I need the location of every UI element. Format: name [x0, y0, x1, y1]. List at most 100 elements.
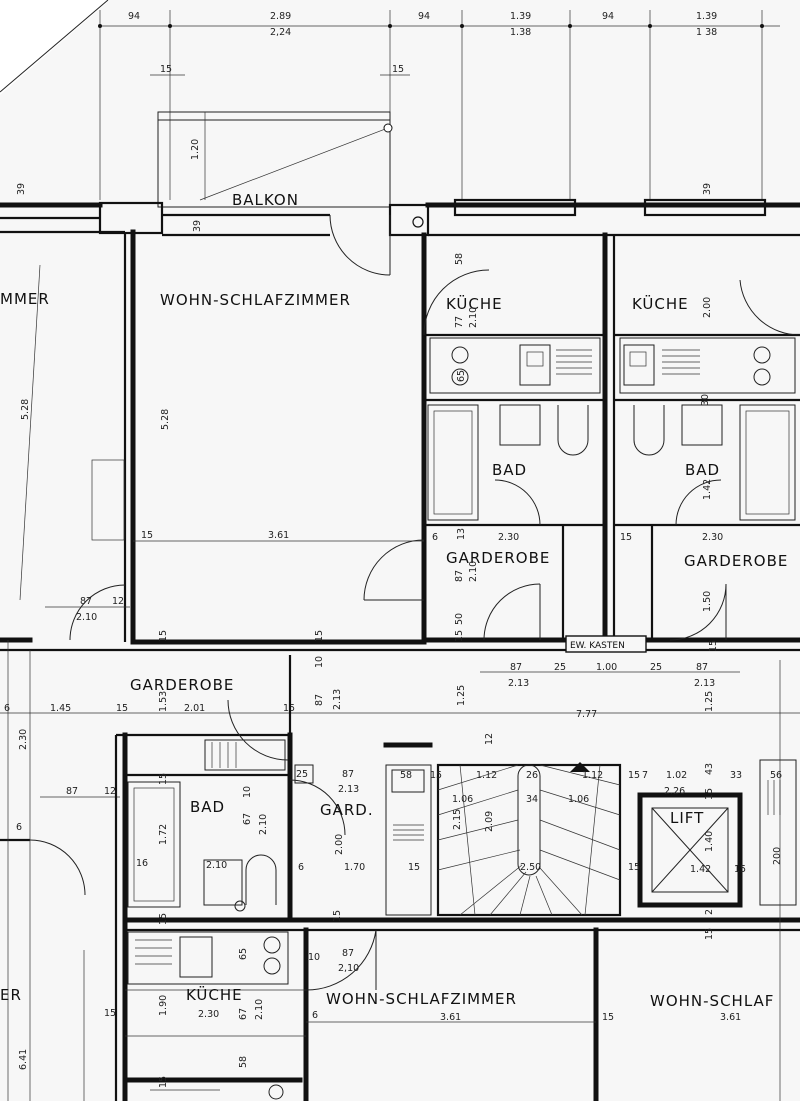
dim-bad-230: 2.30	[498, 532, 519, 543]
dim-top-139-b: 1.39	[696, 11, 717, 22]
paper-corner	[0, 0, 110, 95]
dim-k-65: 65	[456, 370, 467, 382]
bath-fixtures-upper	[91, 404, 796, 541]
dim-bad-15: 15	[620, 532, 632, 543]
exterior-wall-top	[0, 198, 800, 237]
room-bad-2: BAD	[685, 461, 720, 479]
dim-bot-6: 6	[312, 1010, 318, 1021]
dim-k-77: 77	[454, 316, 465, 328]
dim-l2-6: 6	[16, 822, 22, 833]
paper-edge	[0, 0, 109, 93]
room-gard: GARD.	[320, 801, 374, 819]
room-kueche-2: KÜCHE	[632, 294, 689, 313]
dim-bot-230: 2.30	[198, 1009, 219, 1020]
dim-bot-361-b: 3.61	[720, 1012, 741, 1023]
room-balkon: BALKON	[232, 191, 299, 209]
dim-top-94-b: 94	[418, 11, 430, 22]
dim-mid-87-a: 87	[510, 662, 522, 673]
dim-s-226: 2.26	[664, 786, 685, 797]
dim-bot-641: 6.41	[18, 1049, 29, 1070]
dim-k-30: 30	[700, 394, 711, 406]
room-wohn-left: MMER	[0, 290, 50, 308]
dim-s-15-d: 15	[734, 864, 746, 875]
dim-s-142: 1.42	[690, 864, 711, 875]
dim-s-200: 200	[772, 847, 783, 865]
dim-s-215: 2.15	[452, 809, 463, 830]
dim-row-125-a: 1.25	[456, 685, 467, 706]
dim-gar-87: 87	[454, 570, 465, 582]
dim-row-15: 15	[116, 703, 128, 714]
dim-b3-6: 6	[298, 862, 304, 873]
dim-bot-361: 3.61	[440, 1012, 461, 1023]
dim-s-2: 2	[704, 909, 715, 915]
room-garderobe-2: GARDEROBE	[684, 552, 788, 570]
dim-b3-172: 1.72	[158, 824, 169, 845]
room-wohn-bottom: WOHN-SCHLAFZIMMER	[326, 990, 517, 1008]
dim-b3-67: 67	[242, 813, 253, 825]
dim-mid-15-b: 15	[314, 630, 325, 642]
dim-mid-10: 10	[314, 656, 325, 668]
dim-s-26: 26	[526, 770, 538, 781]
dim-s-112-b: 1.12	[582, 770, 603, 781]
dim-top-289: 2.89	[270, 11, 291, 22]
dim-bot-10: 10	[308, 952, 320, 963]
dim-top-94-a: 94	[128, 11, 140, 22]
dim-l2-230: 2.30	[18, 729, 29, 750]
dim-bal-39-a: 39	[16, 183, 27, 195]
dim-top-94-c: 94	[602, 11, 614, 22]
dim-row-153: 1.53	[158, 691, 169, 712]
dim-row-201: 2.01	[184, 703, 205, 714]
dim-b3-210-b: 2.10	[258, 814, 269, 835]
dim-bot-15-a: 15	[158, 913, 169, 925]
dim-s-15-f: 15	[704, 928, 715, 940]
room-garderobe-1: GARDEROBE	[446, 549, 550, 567]
room-kueche-3: KÜCHE	[186, 985, 243, 1004]
dim-s-56: 56	[770, 770, 782, 781]
dim-bal-39-b: 39	[192, 220, 203, 232]
dim-s-33: 33	[730, 770, 742, 781]
dim-mid-15-a: 15	[158, 630, 169, 642]
dim-bot-210: 2,10	[338, 963, 359, 974]
dim-w-361: 3.61	[268, 530, 289, 541]
dim-row-125-b: 1.25	[704, 691, 715, 712]
dim-row-777: 7.77	[576, 709, 597, 720]
dim-mid-213-a: 2.13	[508, 678, 529, 689]
dim-bot-15-b: 15	[104, 1008, 116, 1019]
dim-s-15-c: 15	[704, 788, 715, 800]
room-wohn-right: WOHN-SCHLAF	[650, 992, 774, 1010]
dim-gar-50: 50	[454, 613, 465, 625]
dim-s-15-e: 15	[628, 862, 640, 873]
dim-top-139-a: 1.39	[510, 11, 531, 22]
ew-kasten-box	[565, 635, 647, 653]
dim-s-106-b: 1.06	[568, 794, 589, 805]
room-garderobe-3: GARDEROBE	[130, 676, 234, 694]
dim-bot-15-c: 15	[602, 1012, 614, 1023]
room-er-left: ER	[0, 986, 22, 1004]
dim-top-138-b: 1 38	[696, 27, 717, 38]
dim-l2-12: 12	[104, 786, 116, 797]
dim-v-528-a: 5.28	[20, 399, 31, 420]
dim-b3-15-a: 15	[158, 773, 169, 785]
dim-s-58: 58	[400, 770, 412, 781]
lower-doors	[29, 699, 377, 991]
dim-bad-13: 13	[456, 528, 467, 540]
dim-mid-100: 1.00	[596, 662, 617, 673]
dim-top-224: 2,24	[270, 27, 291, 38]
dim-l-12: 12	[112, 596, 124, 607]
room-lift: LIFT	[670, 809, 704, 827]
room-ew-kasten: EW. KASTEN	[570, 641, 625, 651]
dim-g-15-b: 15	[332, 910, 343, 922]
dim-w-15-c: 15	[141, 530, 153, 541]
room-bad-1: BAD	[492, 461, 527, 479]
dim-row-145: 1.45	[50, 703, 71, 714]
dim-w15-b: 15	[392, 64, 404, 75]
dim-g-213: 2.13	[338, 784, 359, 795]
dim-bot-15-d: 15	[158, 1076, 169, 1088]
dim-s-112: 1.12	[476, 770, 497, 781]
dim-l-210: 2.10	[76, 612, 97, 623]
bath-fixtures-lower	[127, 739, 286, 912]
dim-b3-210-a: 2.10	[206, 860, 227, 871]
dim-bot-65: 65	[238, 948, 249, 960]
dim-bot-67: 67	[238, 1008, 249, 1020]
upper-doors	[19, 214, 800, 641]
